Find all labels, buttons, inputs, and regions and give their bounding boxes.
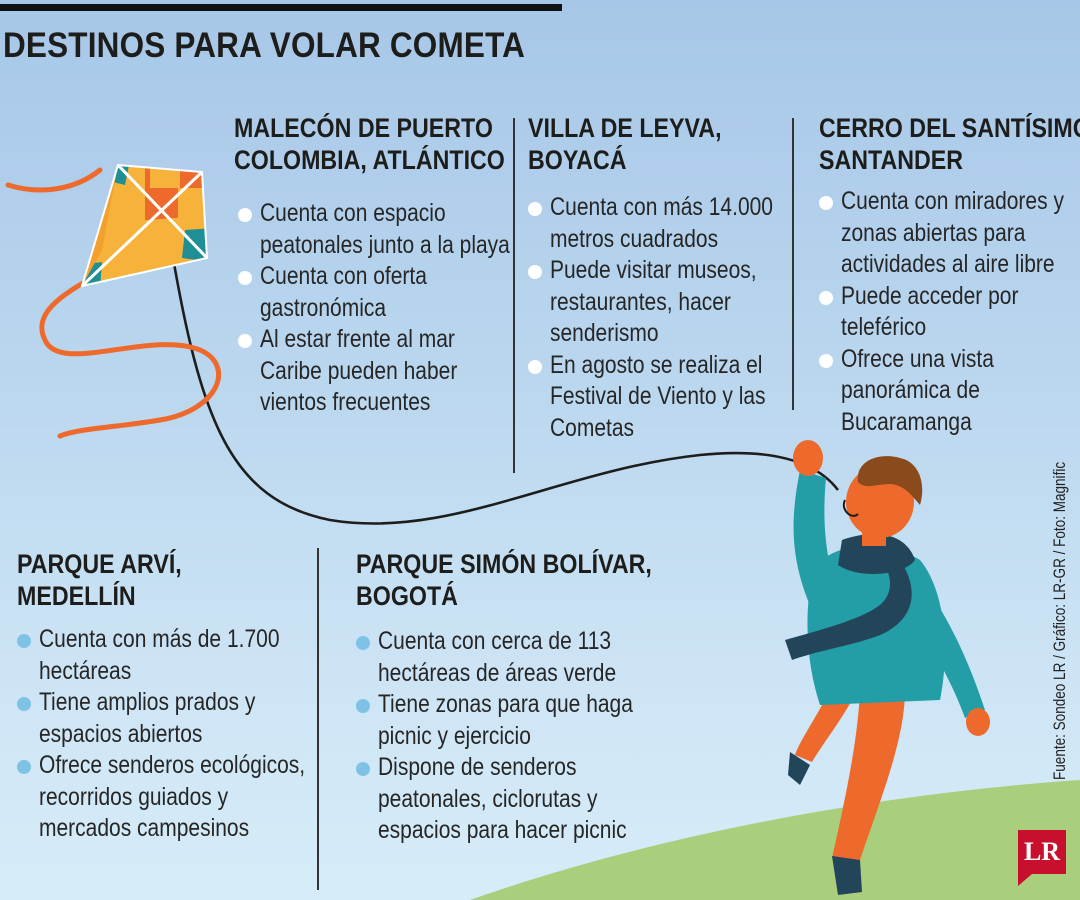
- bullet-dot-icon: [819, 290, 833, 305]
- destination-title: PARQUE ARVÍ, MEDELLÍN: [17, 549, 182, 611]
- kite-string: [168, 239, 840, 525]
- bullet-dot-icon: [238, 271, 252, 285]
- lr-logo-tail: [1018, 874, 1032, 886]
- bullet-dot-icon: [528, 359, 542, 374]
- bullet-dot-icon: [356, 636, 370, 650]
- kite-illustration: [80, 163, 209, 288]
- bullet-dot-icon: [356, 762, 370, 776]
- bullet-dot-icon: [238, 208, 252, 222]
- bullet-dot-icon: [819, 353, 833, 368]
- destination-cerro-santisimo: CERRO DEL SANTÍSIMO, SANTANDER Cuenta co…: [819, 112, 1080, 438]
- bullet-item: Ofrece senderos ecológicos,recorridos gu…: [17, 750, 356, 845]
- bullet-dot-icon: [238, 334, 252, 348]
- bullet-dot-icon: [17, 697, 31, 711]
- divider-3: [317, 548, 319, 890]
- divider-2: [792, 118, 794, 410]
- bullet-dot-icon: [819, 196, 833, 210]
- kite-tail-2: [39, 262, 221, 439]
- destination-parque-simon-bolivar: PARQUE SIMÓN BOLÍVAR, BOGOTÁ Cuenta con …: [356, 548, 700, 847]
- destination-villa-de-leyva: VILLA DE LEYVA, BOYACÁ Cuenta con más 14…: [528, 112, 815, 444]
- boy-illustration: [785, 440, 990, 895]
- destination-title: CERRO DEL SANTÍSIMO, SANTANDER: [819, 113, 1080, 175]
- page-title: DESTINOS PARA VOLAR COMETA: [3, 26, 526, 65]
- destination-title: PARQUE SIMÓN BOLÍVAR, BOGOTÁ: [356, 549, 652, 611]
- bullet-dot-icon: [17, 760, 31, 774]
- destination-malecon: MALECÓN DE PUERTO COLOMBIA, ATLÁNTICO Cu…: [234, 112, 557, 419]
- destination-title: MALECÓN DE PUERTO COLOMBIA, ATLÁNTICO: [234, 113, 505, 175]
- bullet-item: Puede visitar museos,restaurantes, hacer…: [528, 255, 815, 350]
- kite-tail: [5, 167, 103, 193]
- top-rule: [0, 4, 562, 11]
- lr-logo: LR: [1018, 830, 1066, 874]
- bullet-dot-icon: [17, 634, 31, 648]
- bullet-dot-icon: [528, 265, 542, 279]
- destination-title: VILLA DE LEYVA, BOYACÁ: [528, 113, 722, 175]
- source-credit: Fuente: Sondeo LR / Gráfico: LR-GR / Fot…: [1051, 461, 1069, 780]
- hill: [470, 780, 1080, 900]
- destination-parque-arvi: PARQUE ARVÍ, MEDELLÍN Cuenta con más de …: [17, 548, 356, 845]
- bullet-dot-icon: [356, 699, 370, 713]
- bullet-dot-icon: [528, 202, 542, 216]
- divider-1: [513, 118, 515, 473]
